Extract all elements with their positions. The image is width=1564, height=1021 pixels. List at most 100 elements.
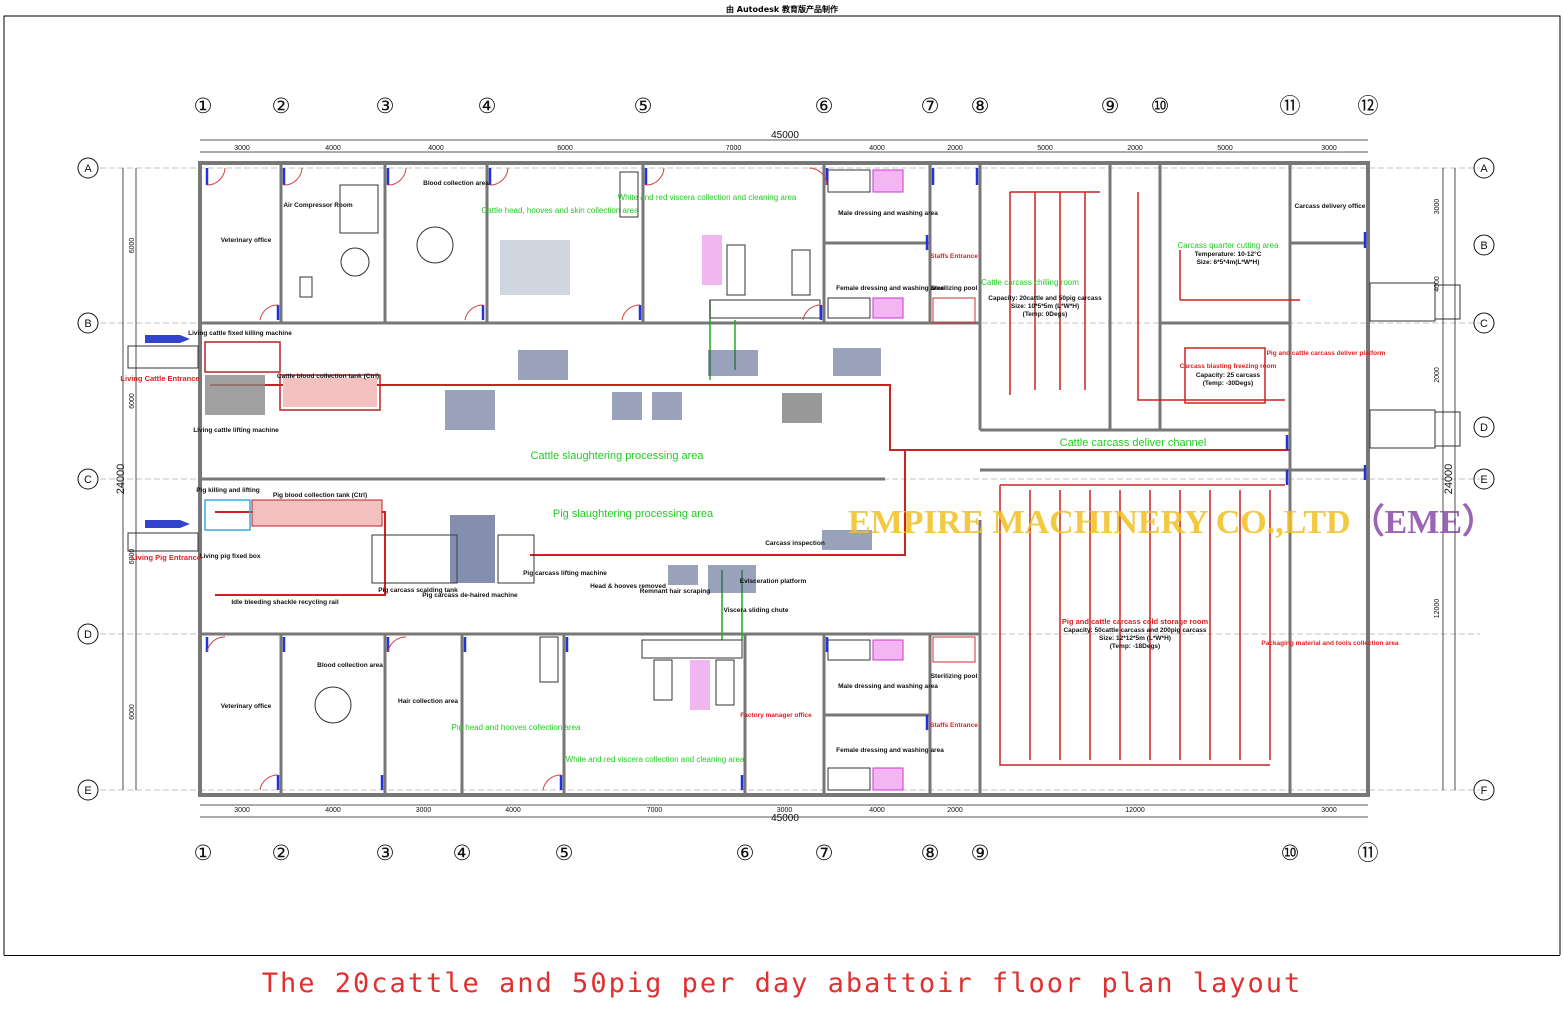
label-chilling-spec: Capacity: 20cattle and 50pig carcass <box>988 295 1102 302</box>
label-factory-manager: Factory manager office <box>740 712 812 719</box>
dim-total-depth-right: 24000 <box>1443 464 1455 495</box>
label-staffs-entrance-bottom: Staffs Entrance <box>930 722 978 729</box>
label-cold-storage: Pig and cattle carcass cold storage room <box>1062 617 1209 626</box>
label-cattle-chilling: Cattle carcass chilling room <box>981 278 1079 287</box>
grid-axis-left-e-circle <box>77 779 99 801</box>
label-male-dressing-bottom: Male dressing and washing area <box>838 683 938 690</box>
header-note: 由 Autodesk 教育版产品制作 <box>725 5 838 14</box>
grid-axis-left-d: D <box>84 629 92 641</box>
grid-axis-left-b: B <box>84 318 91 330</box>
dim-right-2: 4000 <box>1434 276 1441 292</box>
grid-axis-right-b: B <box>1480 240 1487 252</box>
dim-top-10: 5000 <box>1217 145 1233 152</box>
label-blasting-temp: (Temp: -30Degs) <box>1203 380 1253 387</box>
grid-axis-top-6: ⑥ <box>815 95 834 118</box>
label-quarter-temp: Temperature: 10-12°C <box>1195 250 1262 258</box>
label-pig-fixed-box: Living pig fixed box <box>199 553 260 560</box>
label-sterilizing-pool-bottom: Sterilizing pool <box>931 673 978 680</box>
dim-top-4: 6000 <box>557 145 573 152</box>
label-staffs-entrance-top: Staffs Entrance <box>930 253 978 260</box>
grid-axis-left-d-circle <box>77 623 99 645</box>
label-white-red-viscera-top: White and red viscera collection and cle… <box>618 193 797 202</box>
grid-axis-bottom-10: ⑩ <box>1281 842 1300 865</box>
grid-axis-bottom-1: ① <box>194 842 213 865</box>
grid-axis-left-e: E <box>84 785 91 797</box>
grid-axis-left-c-circle <box>77 468 99 490</box>
grid-axis-top-9: ⑨ <box>1101 95 1120 118</box>
title-block: The 20cattle and 50pig per day abattoir … <box>4 955 1560 1018</box>
label-shackle-rail: Idle bleeding shackle recycling rail <box>231 599 338 606</box>
label-living-pig-entrance: Living Pig Entrance <box>131 553 201 562</box>
company-watermark: EMPIRE MACHINERY CO.,LTD（EME） <box>848 494 1496 543</box>
grid-axis-bottom-9: ⑨ <box>971 842 990 865</box>
grid-axis-top-11: ⑪ <box>1280 95 1301 118</box>
grid-axis-top-1: ① <box>194 95 213 118</box>
dim-left-4: 6000 <box>129 704 136 720</box>
label-cold-size: Size: 12*12*5m (L*W*H) <box>1099 635 1171 642</box>
label-chilling-temp: (Temp: 0Degs) <box>1023 311 1068 318</box>
grid-axis-right-f: F <box>1481 785 1488 797</box>
label-pig-head: Pig head and hooves collection area <box>452 723 582 732</box>
dim-bottom-8: 2000 <box>947 807 963 814</box>
grid-axis-bottom-5: ⑤ <box>555 842 574 865</box>
grid-axis-right-f-circle <box>1473 779 1495 801</box>
label-hair-collection: Hair collection area <box>398 698 458 705</box>
grid-axis-left-c: C <box>84 474 92 486</box>
floor-plan: ①②③④⑤⑥⑦⑧⑨⑩⑪⑫①②③④⑤⑥⑦⑧⑨⑩⑪ABCDEABCDEF300040… <box>3 15 1561 955</box>
label-cattle-head: Cattle head, hooves and skin collection … <box>482 206 640 215</box>
dim-top-5: 7000 <box>726 145 742 152</box>
label-viscera-chute: Viscera sliding chute <box>724 607 789 614</box>
grid-axis-right-b-circle <box>1473 234 1495 256</box>
label-deliver-platform: Pig and cattle carcass deliver platform <box>1267 350 1386 357</box>
grid-axis-top-4: ④ <box>478 95 497 118</box>
dim-top-1: 3000 <box>234 145 250 152</box>
grid-axis-bottom-2: ② <box>272 842 291 865</box>
chilling-rails <box>1009 191 1300 404</box>
grid-axis-bottom-7: ⑦ <box>815 842 834 865</box>
grid-axis-right-c: C <box>1480 318 1488 330</box>
dim-right-3: 2000 <box>1434 367 1441 383</box>
label-female-dressing-top: Female dressing and washing area <box>836 285 944 292</box>
label-blasting-cap: Capacity: 25 carcass <box>1196 372 1261 379</box>
label-cattle-killing: Living cattle fixed killing machine <box>188 330 292 337</box>
door-swings <box>206 167 828 791</box>
label-packaging: Packaging material and tools collection … <box>1261 640 1399 647</box>
dim-top-8: 5000 <box>1037 145 1053 152</box>
label-cattle-blood-tank: Cattle blood collection tank (Ctrl) <box>277 373 379 380</box>
label-cold-cap: Capacity: 50cattle carcass and 200pig ca… <box>1063 627 1206 634</box>
grid-axis-left-a: A <box>84 163 92 175</box>
dim-top-9: 2000 <box>1127 145 1143 152</box>
label-delivery-office: Carcass delivery office <box>1295 203 1366 210</box>
label-remnant-hair: Remnant hair scraping <box>640 588 710 595</box>
dim-total-depth-left: 24000 <box>115 464 127 495</box>
dimension-lines <box>122 139 1456 818</box>
label-head-hooves: Head & hooves removed <box>590 583 666 590</box>
dim-bottom-4: 4000 <box>505 807 521 814</box>
label-chilling-size: Size: 10*5*5m (L*W*H) <box>1011 303 1079 310</box>
grid-axis-left-a-circle <box>77 157 99 179</box>
grid-axis-right-d-circle <box>1473 416 1495 438</box>
label-quarter-size: Size: 6*5*4m(L*W*H) <box>1197 259 1260 266</box>
equipment <box>127 169 1461 791</box>
dim-left-1: 6000 <box>129 238 136 254</box>
dim-total-width-bottom: 45000 <box>771 813 799 824</box>
grid-axis-right-e: E <box>1480 474 1487 486</box>
drawing-title: The 20cattle and 50pig per day abattoir … <box>261 968 1303 999</box>
dim-top-2: 4000 <box>325 145 341 152</box>
doors <box>205 168 1367 790</box>
label-blood-collection-top: Blood collection area <box>423 180 489 187</box>
label-pig-blood-tank: Pig blood collection tank (Ctrl) <box>273 492 367 499</box>
grid-axis-right-e-circle <box>1473 468 1495 490</box>
label-living-cattle-entrance: Living Cattle Entrance <box>120 374 199 383</box>
label-pig-scalding: Pig carcass scalding tank <box>378 587 458 594</box>
label-blood-collection-bottom: Blood collection area <box>317 662 383 669</box>
dim-bottom-6: 3000 <box>777 807 793 814</box>
label-cold-temp: (Temp: -18Degs) <box>1110 643 1160 650</box>
dim-top-3: 4000 <box>428 145 444 152</box>
label-pig-lifting: Pig carcass lifting machine <box>523 570 607 577</box>
dim-right-4: 12000 <box>1434 599 1441 619</box>
label-cattle-lifting: Living cattle lifting machine <box>193 427 279 434</box>
grid-axis-bottom-3: ③ <box>376 842 395 865</box>
